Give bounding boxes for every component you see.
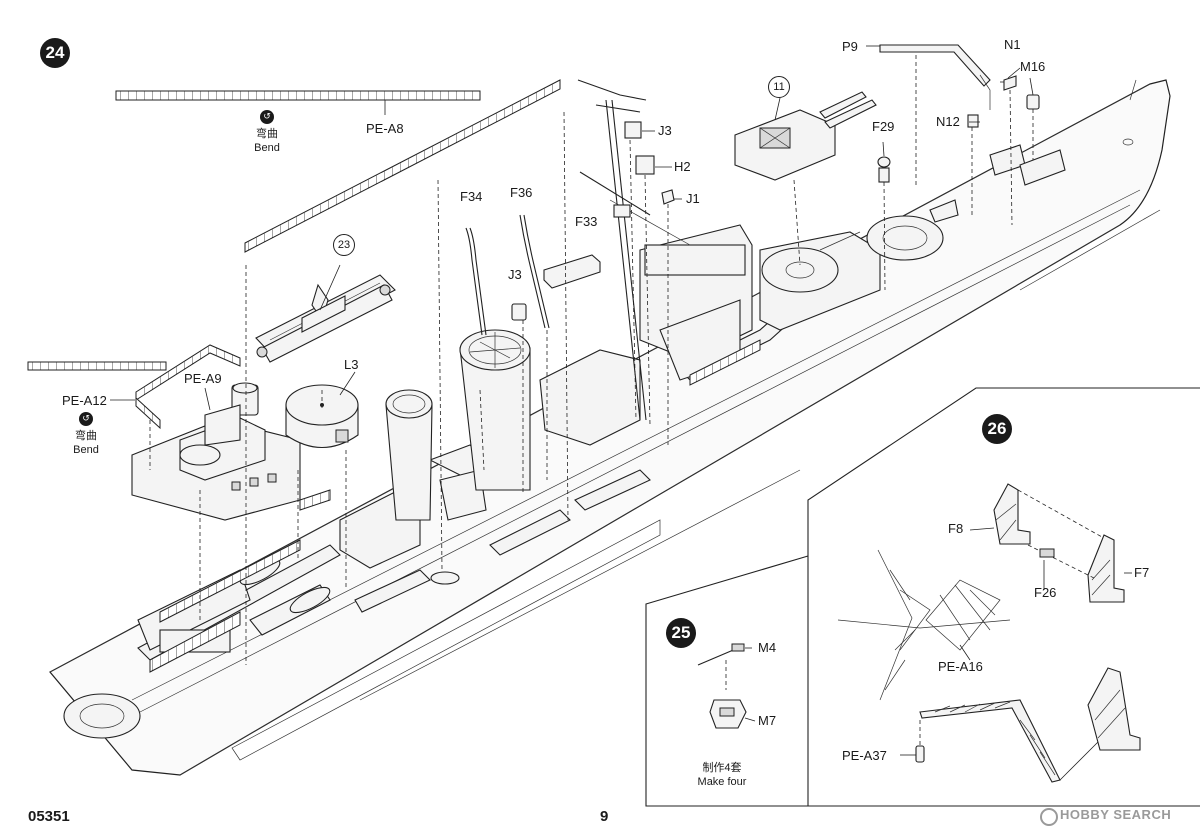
deck-railing	[299, 489, 331, 511]
watermark-text: HOBBY SEARCH	[1060, 807, 1172, 822]
pe-a8-railings	[115, 79, 561, 253]
ref-assembly-11: 11	[768, 76, 790, 98]
aft-superstructure	[131, 382, 301, 521]
life-rafts	[63, 215, 944, 739]
label-f8: F8	[948, 521, 964, 536]
bend-note-lower-en: Bend	[73, 444, 99, 456]
label-j1: J1	[686, 191, 700, 206]
label-pe-a16: PE-A16	[938, 659, 983, 674]
bend-arrow-icon: ↺	[260, 110, 274, 124]
step-26-parts	[837, 483, 1141, 783]
make-four-note-cn: 制作4套	[702, 762, 742, 774]
label-l3: L3	[344, 357, 359, 372]
step-25-parts	[697, 643, 756, 729]
page-number: 9	[600, 808, 609, 825]
hull-railing-mid	[159, 539, 301, 623]
product-code: 05351	[28, 808, 70, 825]
catapult-assembly	[255, 274, 396, 363]
step-25-frame	[645, 555, 809, 807]
label-j3-upper: J3	[658, 123, 672, 138]
leader-lines-24	[110, 45, 1034, 665]
bridge-railing	[689, 339, 761, 386]
masts-rigging	[577, 79, 691, 421]
hull-railing-aft	[149, 611, 241, 673]
step-26-frame	[807, 387, 1200, 807]
bend-note-upper-cn: 弯曲	[256, 128, 278, 140]
label-f33: F33	[575, 214, 598, 229]
main-gun-turret	[734, 91, 877, 181]
label-n12: N12	[936, 114, 960, 129]
pe-a12-railings	[27, 344, 241, 430]
label-m16: M16	[1020, 59, 1046, 74]
label-pe-a8: PE-A8	[366, 121, 404, 136]
label-m4: M4	[758, 640, 777, 655]
hobbysearch-logo-icon	[1040, 808, 1058, 826]
label-pe-a9: PE-A9	[184, 371, 222, 386]
step-25-badge: 25	[666, 618, 696, 648]
label-j3-lower: J3	[508, 267, 522, 282]
label-pe-a37: PE-A37	[842, 748, 887, 763]
bend-arrow-icon: ↺	[79, 412, 93, 426]
label-f29: F29	[872, 119, 895, 134]
bend-note-lower-cn: 弯曲	[75, 430, 97, 442]
bend-note-upper-en: Bend	[254, 142, 280, 154]
label-p9: P9	[842, 39, 858, 54]
label-n1: N1	[1004, 37, 1021, 52]
step-26-badge: 26	[982, 414, 1012, 444]
label-m7: M7	[758, 713, 777, 728]
ref-assembly-23: 23	[333, 234, 355, 256]
label-f26: F26	[1034, 585, 1057, 600]
make-four-note-en: Make four	[697, 776, 747, 788]
l3-searchlight-platform	[285, 384, 359, 449]
label-f34: F34	[460, 189, 483, 204]
label-h2: H2	[674, 159, 691, 174]
step-24-badge: 24	[40, 38, 70, 68]
label-f36: F36	[510, 185, 533, 200]
label-f7: F7	[1134, 565, 1150, 580]
label-pe-a12: PE-A12	[62, 393, 107, 408]
funnels	[385, 329, 531, 521]
